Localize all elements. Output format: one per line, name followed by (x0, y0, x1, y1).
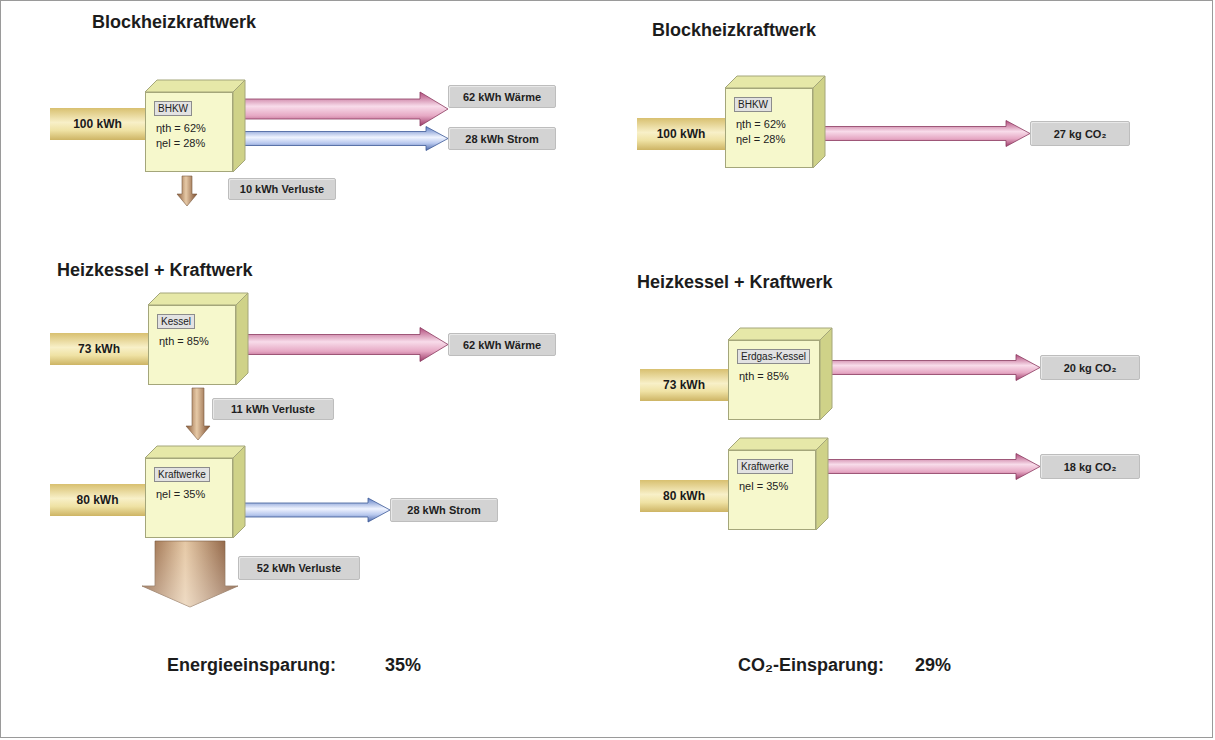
flow-arrow (813, 121, 1030, 147)
heading-label: Blockheizkraftwerk (92, 12, 256, 33)
heading-label: 35% (385, 655, 421, 676)
value-text: 100 kWh (657, 127, 706, 141)
loss-arrow (177, 176, 197, 206)
input-band: 80 kWh (50, 484, 145, 516)
unit-name: Erdgas-Kessel (737, 349, 810, 364)
value-box: 27 kg CO₂ (1030, 121, 1130, 146)
value-box: 11 kWh Verluste (212, 398, 334, 420)
value-box: 18 kg CO₂ (1040, 454, 1140, 479)
efficiency-text: ηel = 28% (736, 132, 785, 147)
value-box: 28 kWh Strom (448, 127, 556, 150)
efficiency-text: ηel = 35% (156, 487, 205, 502)
unit-cube: Erdgas-Kessel ηth = 85% (728, 340, 820, 420)
value-text: 20 kg CO₂ (1064, 362, 1117, 374)
flow-arrow (233, 92, 448, 126)
unit-name: BHKW (154, 101, 192, 116)
input-band: 100 kWh (637, 118, 725, 150)
value-text: 10 kWh Verluste (240, 183, 324, 195)
heading-label: Heizkessel + Kraftwerk (637, 272, 833, 293)
value-box: 10 kWh Verluste (228, 178, 336, 200)
flow-arrow (233, 127, 448, 151)
cube-top-face (148, 293, 248, 305)
efficiency-text: ηth = 85% (159, 334, 209, 349)
value-text: 52 kWh Verluste (257, 562, 341, 574)
cube-side-face (816, 438, 828, 530)
value-text: 62 kWh Wärme (463, 91, 541, 103)
efficiency-text: ηth = 85% (739, 369, 789, 384)
unit-cube: BHKW ηth = 62%ηel = 28% (145, 92, 233, 172)
heading-label: Energieeinsparung: (167, 655, 336, 676)
flow-arrow (816, 454, 1040, 480)
heading-label: Blockheizkraftwerk (652, 20, 816, 41)
unit-cube: Kessel ηth = 85% (148, 305, 236, 385)
unit-cube: BHKW ηth = 62%ηel = 28% (725, 88, 813, 168)
heading-label: CO₂-Einsparung: (738, 655, 884, 676)
cube-top-face (145, 80, 245, 92)
unit-name: Kraftwerke (154, 467, 210, 482)
efficiency-text: ηel = 35% (739, 479, 788, 494)
unit-name: Kessel (157, 314, 195, 329)
value-box: 62 kWh Wärme (448, 85, 556, 108)
value-text: 100 kWh (73, 117, 122, 131)
unit-cube: Kraftwerke ηel = 35% (728, 450, 816, 530)
cube-top-face (725, 76, 825, 88)
loss-arrow-shade (142, 541, 238, 607)
heading-label: 29% (915, 655, 951, 676)
cube-top-face (728, 328, 832, 340)
value-text: 28 kWh Strom (407, 504, 480, 516)
value-text: 18 kg CO₂ (1064, 461, 1117, 473)
value-box: 62 kWh Wärme (448, 333, 556, 356)
input-band: 100 kWh (50, 108, 145, 140)
value-box: 28 kWh Strom (390, 498, 498, 522)
flow-arrow (236, 328, 448, 362)
efficiency-text: ηel = 28% (156, 136, 205, 151)
cube-side-face (236, 293, 248, 385)
value-text: 62 kWh Wärme (463, 339, 541, 351)
cube-side-face (813, 76, 825, 168)
value-text: 73 kWh (78, 342, 120, 356)
cube-top-face (728, 438, 828, 450)
input-band: 80 kWh (640, 480, 728, 512)
efficiency-text: ηth = 62% (156, 121, 206, 136)
efficiency-text: ηth = 62% (736, 117, 786, 132)
cube-top-face (145, 446, 245, 458)
flow-arrow (233, 498, 390, 522)
unit-cube: Kraftwerke ηel = 35% (145, 458, 233, 538)
value-text: 11 kWh Verluste (231, 403, 315, 415)
value-text: 80 kWh (76, 493, 118, 507)
cube-side-face (820, 328, 832, 420)
unit-name: BHKW (734, 97, 772, 112)
loss-arrow (186, 388, 210, 440)
input-band: 73 kWh (640, 369, 728, 401)
value-box: 52 kWh Verluste (238, 556, 360, 580)
cube-side-face (233, 80, 245, 172)
heading-label: Heizkessel + Kraftwerk (57, 260, 253, 281)
value-box: 20 kg CO₂ (1040, 355, 1140, 380)
flow-arrow (820, 355, 1040, 381)
value-text: 27 kg CO₂ (1054, 128, 1107, 140)
input-band: 73 kWh (50, 333, 148, 365)
value-text: 73 kWh (663, 378, 705, 392)
loss-arrow (142, 541, 238, 607)
value-text: 28 kWh Strom (465, 133, 538, 145)
value-text: 80 kWh (663, 489, 705, 503)
cube-side-face (233, 446, 245, 538)
unit-name: Kraftwerke (737, 459, 793, 474)
